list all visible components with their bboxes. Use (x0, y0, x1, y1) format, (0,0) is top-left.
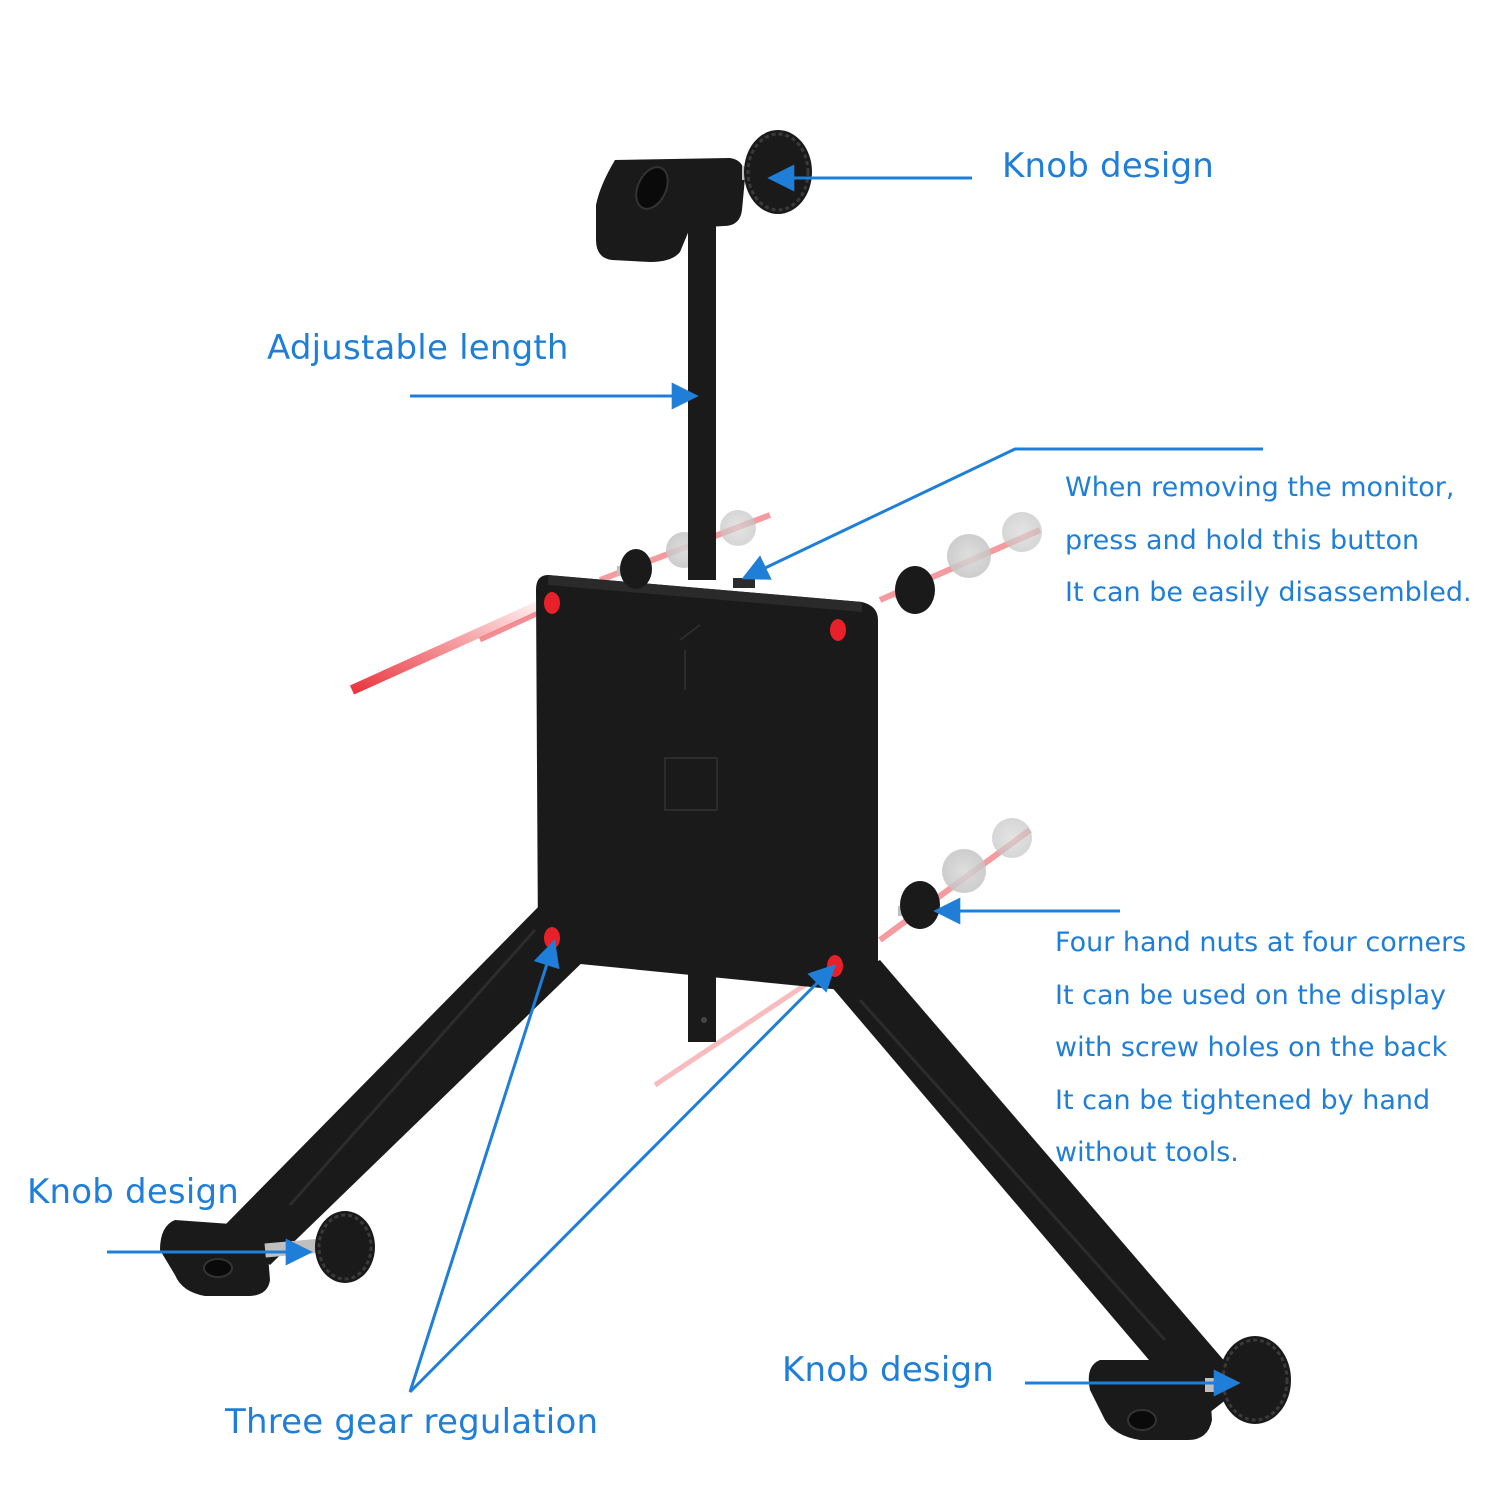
ghost-screws (666, 510, 1042, 893)
hand-nuts-line-5: without tools. (1055, 1137, 1239, 1168)
label-knob-top: Knob design (1002, 146, 1215, 186)
left-leg (225, 900, 590, 1265)
label-knob-right: Knob design (782, 1350, 995, 1390)
corner-holes (544, 592, 846, 977)
label-adjustable-length: Adjustable length (267, 328, 569, 368)
remove-monitor-line-3: It can be easily disassembled. (1065, 577, 1472, 608)
top-knob (742, 130, 812, 214)
remove-monitor-line-2: press and hold this button (1065, 524, 1420, 556)
label-hand-nuts: Four hand nuts at four corners It can be… (1055, 917, 1466, 1180)
right-leg (830, 960, 1245, 1420)
hand-nuts-line-2: It can be used on the display (1055, 979, 1447, 1011)
hand-nuts-line-3: with screw holes on the back (1055, 1032, 1448, 1063)
bottom-right-knob (1205, 1336, 1291, 1424)
mounting-plate (536, 575, 878, 992)
top-clamp (596, 158, 745, 262)
hand-nuts-line-4: It can be tightened by hand (1055, 1084, 1431, 1116)
bottom-right-clamp (1088, 1360, 1212, 1440)
hand-nuts (617, 549, 940, 929)
remove-monitor-line-1: When removing the monitor, (1065, 472, 1455, 503)
label-knob-left: Knob design (27, 1172, 240, 1212)
label-remove-monitor: When removing the monitor, press and hol… (1065, 462, 1472, 620)
callout-lines (107, 164, 1263, 1397)
bottom-left-clamp (160, 1220, 270, 1296)
label-three-gear: Three gear regulation (225, 1402, 599, 1442)
hand-nuts-line-1: Four hand nuts at four corners (1055, 927, 1467, 958)
